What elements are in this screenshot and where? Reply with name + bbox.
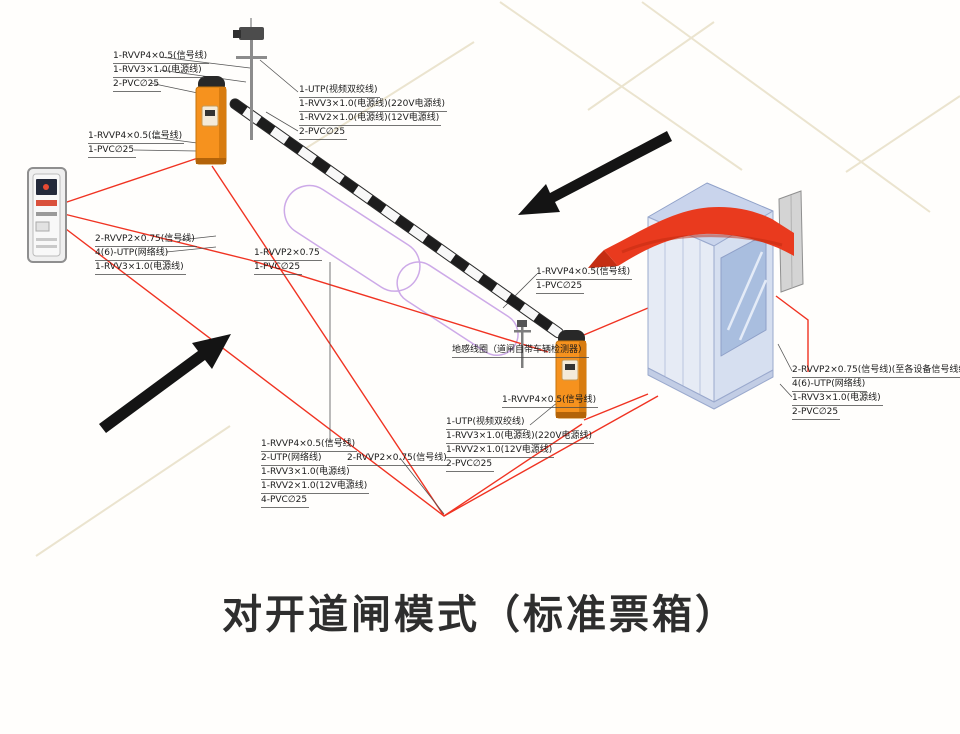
intercom	[35, 221, 50, 232]
cable-label: 1-RVV3×1.0(电源线)	[792, 392, 883, 406]
cable-label: 2-RVVP2×0.75(信号线)	[347, 452, 449, 466]
cable-label: 1-RVVP4×0.5(信号线)	[536, 266, 633, 280]
cable-label: 2-PVC∅25	[299, 126, 348, 140]
ground-loop-note: 地感线圈（道闸自带车辆检测器）	[452, 344, 590, 358]
cable-label: 1-UTP(视频双绞线)	[446, 416, 527, 430]
cable-label: 1-PVC∅25	[536, 280, 585, 294]
island-outline	[283, 184, 421, 292]
cable-label: 1-RVV2×1.0(电源线)(12V电源线)	[299, 112, 442, 126]
booth-base	[647, 367, 774, 410]
cable-label: 4(6)-UTP(网络线)	[95, 247, 171, 261]
pole	[250, 40, 253, 140]
cable-label-group-camera-feed: 1-UTP(视频双绞线) 1-RVV3×1.0(电源线)(220V电源线) 1-…	[299, 84, 448, 140]
direction-arrows	[99, 131, 672, 433]
wiring-lines	[61, 157, 809, 517]
camera-lens	[233, 30, 241, 38]
cable-label-group-trunk: 1-RVVP4×0.5(信号线) 2-UTP(网络线) 1-RVV3×1.0(电…	[261, 438, 370, 508]
island-outline	[396, 261, 519, 356]
barrier-gate-right	[555, 330, 587, 419]
cable-label: 2-PVC∅25	[446, 458, 495, 472]
pole-crossarm	[236, 56, 267, 59]
exit-direction-arrow	[518, 131, 672, 215]
cable-label: 1-RVV3×1.0(电源线)(220V电源线)	[446, 430, 595, 444]
diagram-title: 对开道闸模式（标准票箱）	[222, 592, 738, 638]
cable-label: 1-RVVP4×0.5(信号线)	[261, 438, 358, 452]
cable-label: 1-RVVP2×0.75	[254, 247, 322, 261]
cable-label: 1-RVV3×1.0(电源线)	[95, 261, 186, 275]
barrier-gate-left	[195, 76, 227, 165]
ticket-slot	[36, 212, 57, 216]
cable-label: 2-RVVP2×0.75(信号线)(至各设备信号线缆)	[792, 364, 960, 378]
cable-label: 1-RVV2×1.0(12V电源线)	[261, 480, 370, 494]
cable-label: 2-UTP(网络线)	[261, 452, 324, 466]
guard-booth	[647, 182, 774, 410]
cable-label: 1-PVC∅25	[88, 144, 137, 158]
cable-label: 1-RVVP4×0.5(信号线)	[88, 130, 185, 144]
cable-label-group-gate-right-power: 1-UTP(视频双绞线) 1-RVV3×1.0(电源线)(220V电源线) 1-…	[446, 416, 595, 472]
cable-label: 1-RVV3×1.0(电源线)	[113, 64, 204, 78]
vehicle-detector-pole	[514, 320, 531, 368]
cable-label: 1-RVV3×1.0(电源线)	[261, 466, 352, 480]
cable-label: 1-UTP(视频双绞线)	[299, 84, 380, 98]
cable-label: 1-RVV2×1.0(12V电源线)	[446, 444, 555, 458]
cctv-camera-icon	[239, 27, 264, 40]
cable-label-group-ticket-box: 2-RVVP2×0.75(信号线) 4(6)-UTP(网络线) 1-RVV3×1…	[95, 233, 197, 275]
cable-label-group-gate-right-signal: 1-RVVP4×0.5(信号线)	[502, 394, 599, 408]
road-marking-lines	[35, 1, 960, 557]
cable-label-group-camera-top: 1-RVVP4×0.5(信号线) 1-RVV3×1.0(电源线) 2-PVC∅2…	[113, 50, 210, 92]
island-outlines	[283, 184, 519, 356]
cable-label-group-trunk-extra: 2-RVVP2×0.75(信号线)	[347, 452, 449, 466]
cable-label: 4-PVC∅25	[261, 494, 310, 508]
cable-label-group-booth: 2-RVVP2×0.75(信号线)(至各设备信号线缆) 4(6)-UTP(网络线…	[792, 364, 960, 420]
entry-direction-arrow	[99, 334, 231, 433]
cable-label: 1-RVVP4×0.5(信号线)	[113, 50, 210, 64]
cable-label: 地感线圈（道闸自带车辆检测器）	[452, 344, 590, 358]
cable-label: 2-RVVP2×0.75(信号线)	[95, 233, 197, 247]
cable-label: 1-PVC∅25	[254, 261, 303, 275]
cable-label-group-arm-end: 1-RVVP4×0.5(信号线) 1-PVC∅25	[536, 266, 633, 294]
cable-label-group-gate-left: 1-RVVP4×0.5(信号线) 1-PVC∅25	[88, 130, 185, 158]
cable-label-group-island: 1-RVVP2×0.75 1-PVC∅25	[254, 247, 322, 275]
indicator-light	[43, 184, 49, 190]
cable-label: 1-RVV3×1.0(电源线)(220V电源线)	[299, 98, 448, 112]
button-strip	[36, 200, 57, 206]
ticket-dispenser	[27, 167, 67, 263]
camera-pole	[233, 18, 267, 140]
cable-label: 2-PVC∅25	[792, 406, 841, 420]
cable-label: 4(6)-UTP(网络线)	[792, 378, 868, 392]
red-banner-ribbon	[588, 206, 794, 268]
cable-label: 1-RVVP4×0.5(信号线)	[502, 394, 599, 408]
cable-label: 2-PVC∅25	[113, 78, 162, 92]
